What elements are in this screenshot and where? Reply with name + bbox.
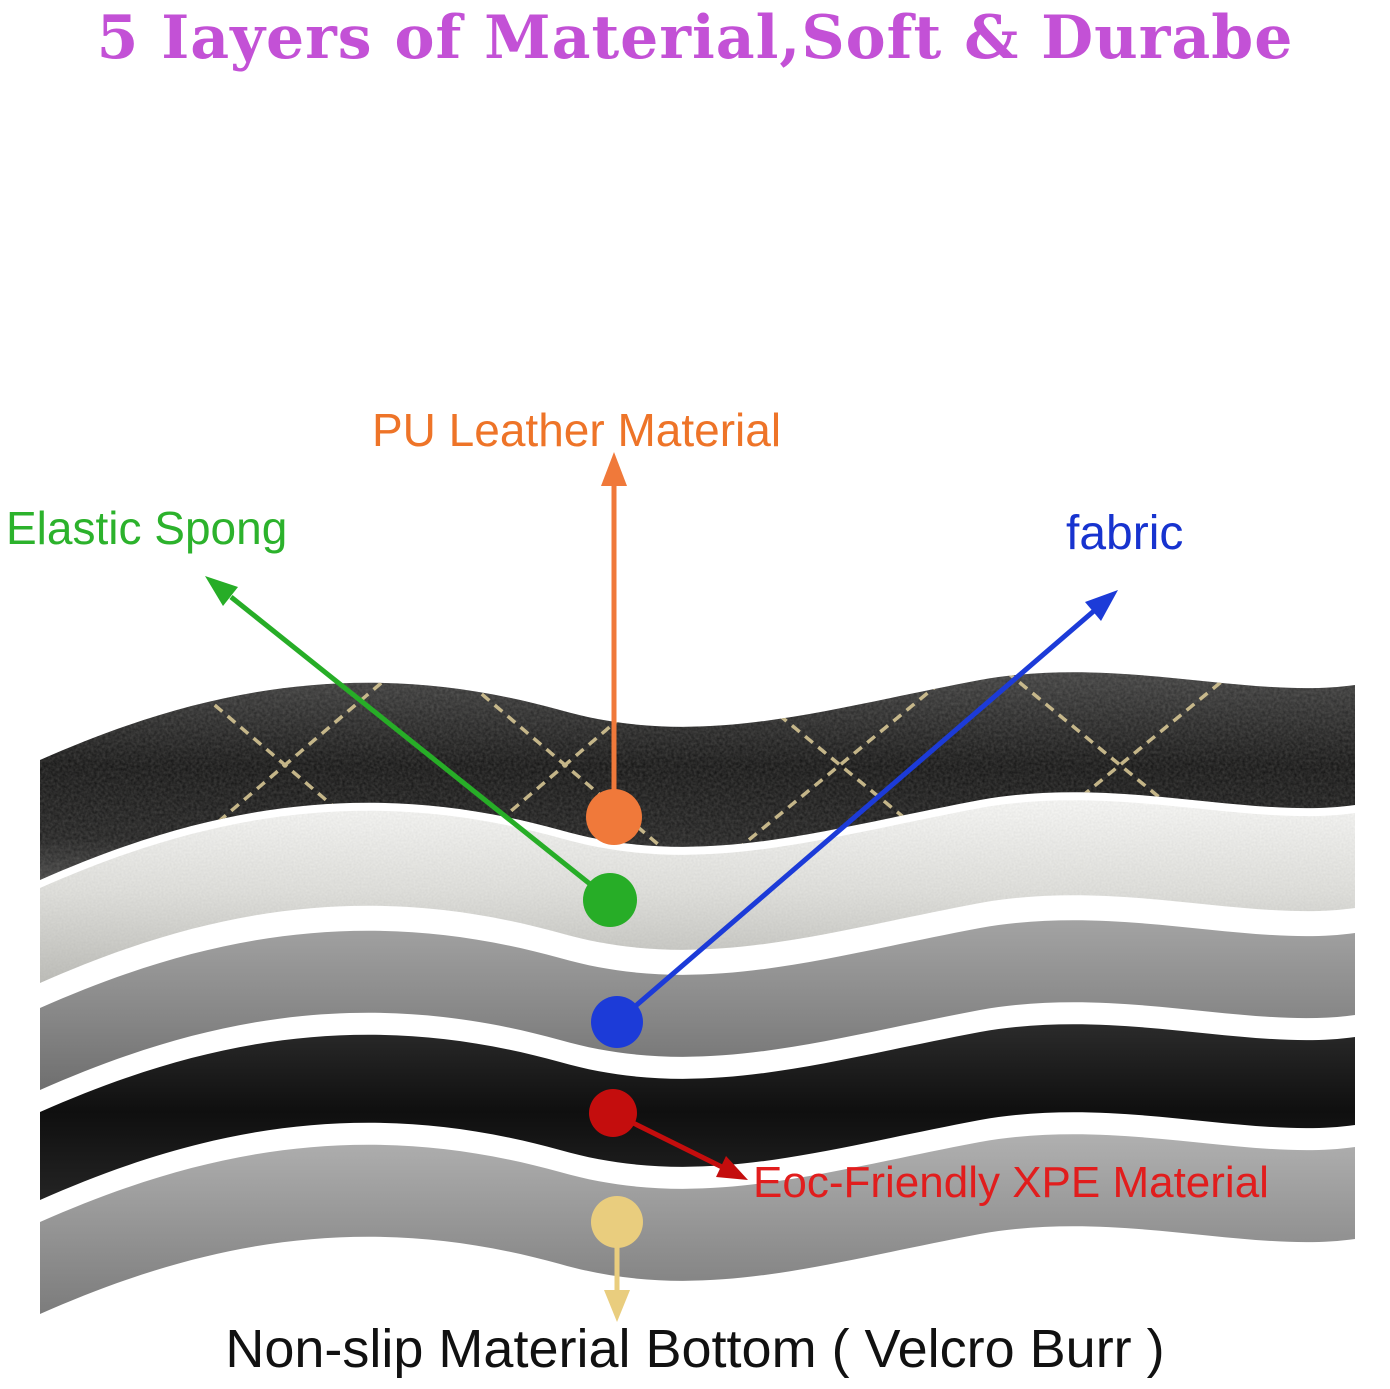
page-title: 5 Iayers of Material,Soft & Durabe: [96, 3, 1294, 73]
xpe-dot: [589, 1089, 637, 1137]
pu-leather-arrow: [601, 452, 627, 817]
xpe-arrowhead: [716, 1156, 748, 1180]
layer-non-slip-bottom: [40, 1134, 1355, 1314]
non-slip-arrowhead: [604, 1290, 630, 1322]
elastic-sponge-arrow: [205, 576, 612, 902]
elastic-sponge-arrow-line: [229, 595, 612, 902]
non-slip-dot: [591, 1196, 643, 1248]
elastic-sponge-label: Elastic Spong: [6, 502, 288, 554]
xpe-label: Eoc-Friendly XPE Material: [753, 1158, 1269, 1207]
elastic-sponge-arrowhead: [205, 576, 238, 606]
pu-leather-dot: [586, 789, 642, 845]
layer-xpe: [40, 1024, 1355, 1200]
elastic-sponge-dot: [583, 873, 637, 927]
fabric-label: fabric: [1066, 507, 1184, 560]
non-slip-label: Non-slip Material Bottom ( Velcro Burr ): [225, 1319, 1165, 1379]
pu-leather-arrowhead: [601, 452, 627, 486]
fabric-arrow: [615, 590, 1118, 1024]
layer-fabric: [40, 920, 1355, 1090]
fabric-dot: [591, 996, 643, 1048]
fabric-arrowhead: [1085, 590, 1118, 621]
fabric-arrow-line: [615, 608, 1097, 1024]
pu-leather-label: PU Leather Material: [372, 404, 782, 456]
